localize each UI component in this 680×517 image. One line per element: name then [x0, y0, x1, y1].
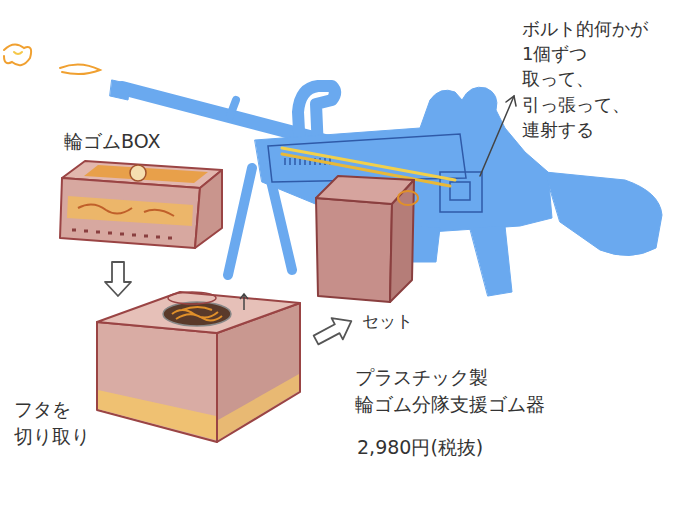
- cut-open-box: フタを 切り取り: [12, 292, 304, 452]
- rubber-bands: [172, 307, 222, 321]
- stock: [545, 172, 662, 256]
- box-front: [60, 178, 200, 248]
- callout-note: ボルト的何かが 1個ずつ 取って、 引っ張って、 連射する: [522, 16, 648, 142]
- leader-arrowhead: [506, 96, 516, 106]
- node-text: フタを 切り取り: [14, 396, 90, 449]
- box-right-shading: [218, 374, 299, 440]
- hollow-arrow: [105, 262, 131, 296]
- cut-hole: [163, 302, 231, 326]
- box-print-scribble: [78, 204, 174, 216]
- muzzle-flash: [4, 44, 100, 74]
- magazine-front: [316, 198, 392, 302]
- lifted-band: [168, 292, 216, 304]
- bipod-leg: [268, 168, 292, 270]
- up-arrow: [240, 294, 248, 310]
- box-left-face: [97, 322, 217, 442]
- flash-scribble: [60, 64, 100, 74]
- flash-scribble: [14, 52, 22, 54]
- pistol-grip: [470, 226, 512, 296]
- box-top-face: [97, 292, 300, 333]
- front-sight: [230, 100, 236, 116]
- muzzle: [110, 80, 130, 100]
- box-shading: [98, 390, 216, 440]
- rubber-band-loop: [398, 191, 418, 205]
- box-dots: [72, 230, 172, 238]
- callout-leader: [480, 96, 516, 176]
- magazine-box: [316, 176, 418, 302]
- set-label: セット: [362, 310, 413, 334]
- bolt-inner: [450, 182, 470, 200]
- bipod-leg: [228, 168, 252, 275]
- box-front-print: [67, 196, 193, 226]
- box-logo: [130, 165, 146, 181]
- price-label: 2,980円(税抜): [357, 434, 483, 461]
- magazine-side: [390, 180, 414, 302]
- box-side: [195, 170, 222, 248]
- set-arrow: [310, 311, 357, 351]
- hollow-arrow: [310, 311, 357, 351]
- flash-scribble: [4, 44, 31, 65]
- leader-line: [480, 96, 514, 176]
- rubber-band-box: 輪ゴムBOX: [58, 126, 228, 256]
- node-text: 輪ゴムBOX: [64, 128, 160, 155]
- rubber-band: [282, 148, 455, 180]
- product-name: プラスチック製 輪ゴム分隊支援ゴム器: [355, 364, 545, 417]
- gun-details: [268, 134, 482, 212]
